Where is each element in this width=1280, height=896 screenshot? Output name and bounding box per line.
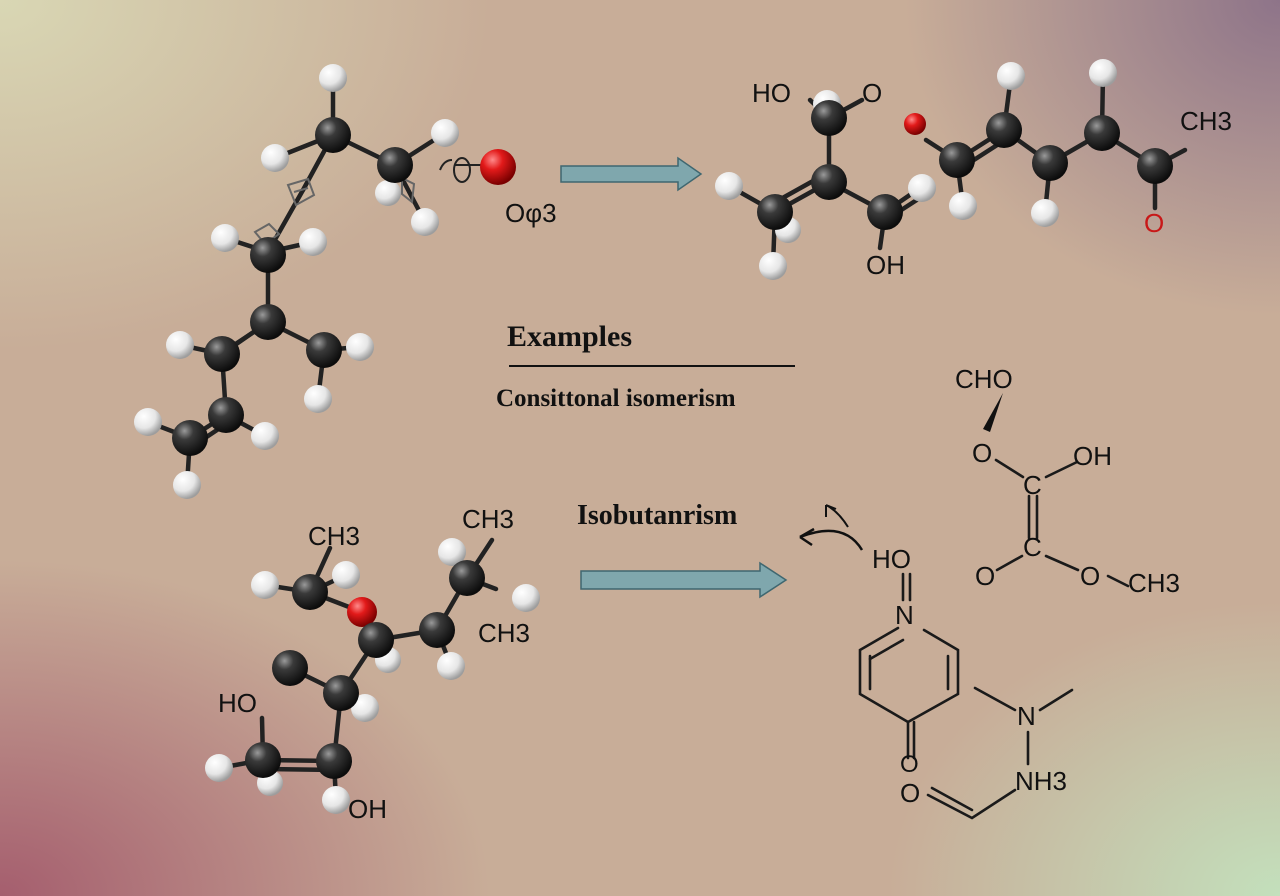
examples-heading: Examples — [507, 320, 632, 353]
label-ho: HO — [752, 78, 791, 108]
label-ch3-lower: CH3 — [1128, 568, 1180, 598]
label-ch3-right: CH3 — [478, 618, 530, 648]
label-ch3-top: CH3 — [308, 521, 360, 551]
lower-structure: HO N N O O NH3 — [858, 544, 1074, 820]
label-red-o: O — [1144, 208, 1164, 238]
label-ho-left: HO — [218, 688, 257, 718]
label-cho: CHO — [955, 364, 1013, 394]
label-o-ring: O — [900, 751, 919, 778]
top-left-molecule: Oφ3 — [134, 64, 557, 499]
label-ch3: CH3 — [1180, 106, 1232, 136]
label-oh-bottom: OH — [348, 794, 387, 824]
bottom-left-molecule: CH3 CH3 CH3 HO OH — [205, 504, 540, 824]
label-o: O — [862, 78, 882, 108]
label-c-lower: C — [1023, 532, 1042, 562]
label-o-carbonyl: O — [900, 778, 920, 808]
label-n-ring: N — [895, 600, 914, 630]
label-o-ether: O — [972, 438, 992, 468]
label-ho-n: HO — [872, 544, 911, 574]
reaction-arrow-top — [560, 156, 703, 192]
label-oh: OH — [866, 250, 905, 280]
label-ch3-right-top: CH3 — [462, 504, 514, 534]
label-n-amine: N — [1017, 701, 1036, 731]
label-o-left: O — [975, 561, 995, 591]
label-o-right: O — [1080, 561, 1100, 591]
label-oh-upper: OH — [1073, 441, 1112, 471]
constitutional-isomerism-label: Consittonal isomerism — [496, 385, 736, 412]
top-right-molecule: HO O OH CH3 O — [715, 59, 1232, 280]
label-c-upper: C — [1023, 470, 1042, 500]
reaction-arrow-bottom — [580, 561, 788, 599]
curved-arrow — [799, 529, 864, 551]
label-nh3: NH3 — [1015, 766, 1067, 796]
oxygen-label: Oφ3 — [505, 198, 557, 228]
isobutanrism-label: Isobutanrism — [577, 500, 737, 531]
upper-structure: CHO O OH C C O O CH3 — [955, 364, 1180, 598]
